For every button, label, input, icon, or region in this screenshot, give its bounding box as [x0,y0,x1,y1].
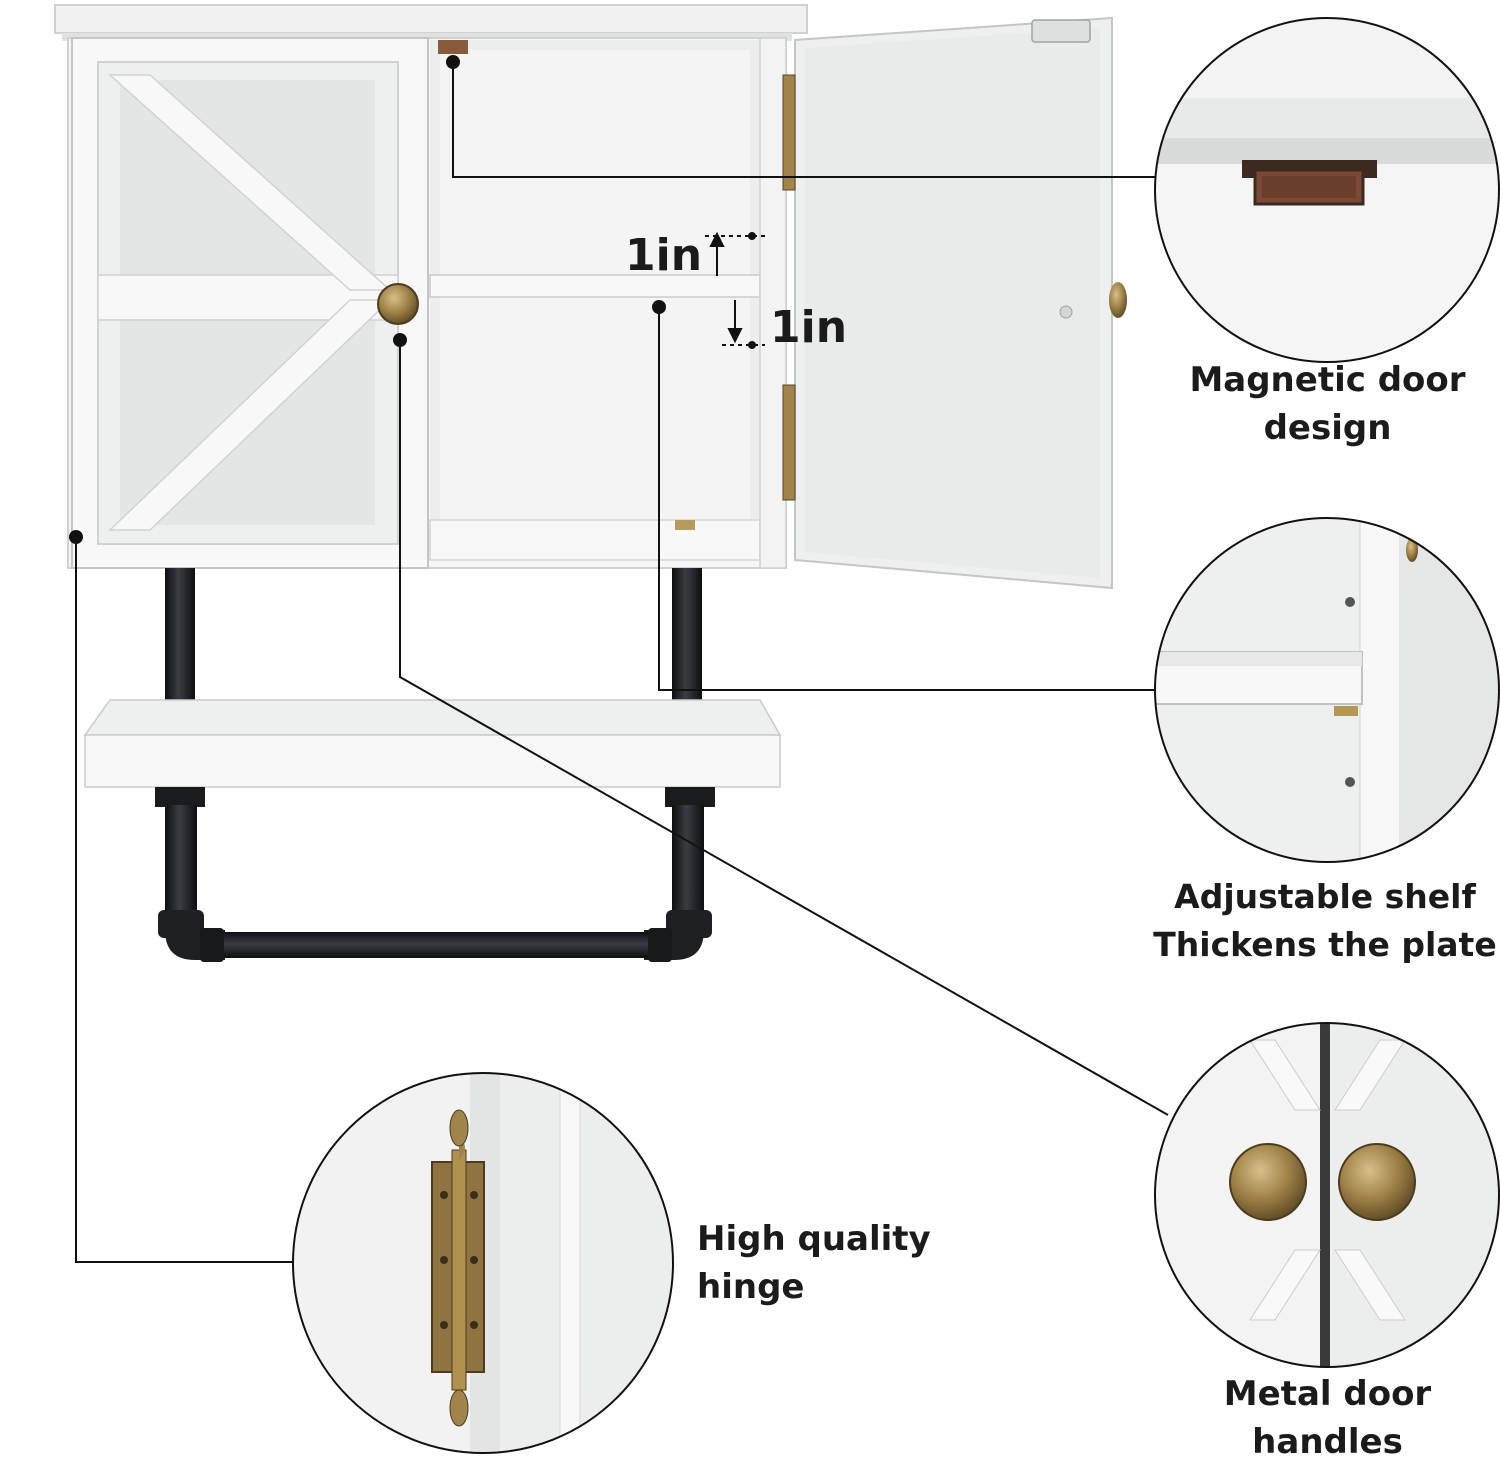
hinge-icon [431,1109,485,1427]
shelf-detail-circle [1154,517,1500,863]
magnetic-door-label: Magnetic door design [1189,360,1466,448]
shelf-pin-icon [1334,706,1358,716]
adjustable-shelf-label: Adjustable shelf Thickens the plate [1153,877,1497,964]
magnet-catch-icon [1242,160,1377,206]
cabinet-knob-icon [377,283,419,325]
handles-detail-circle [1154,1022,1500,1368]
towel-rack [83,568,782,962]
dimension-gap-below: 1in [770,302,848,353]
left-barn-door [71,37,429,569]
knob-icon [1229,1143,1416,1221]
magnetic-detail-circle [1154,17,1500,363]
hinge-label: High quality hinge [697,1219,931,1307]
upper-hinge-icon [782,74,796,191]
hinge-detail-circle [292,1072,674,1454]
dimension-gap-above: 1in [625,230,703,281]
dimension-markers [705,231,765,349]
leader-dots [69,55,666,544]
metal-handles-label: Metal door handles [1223,1374,1432,1462]
leader-lines [75,62,1169,1263]
right-open-door [782,16,1127,590]
lower-hinge-icon [782,384,796,501]
